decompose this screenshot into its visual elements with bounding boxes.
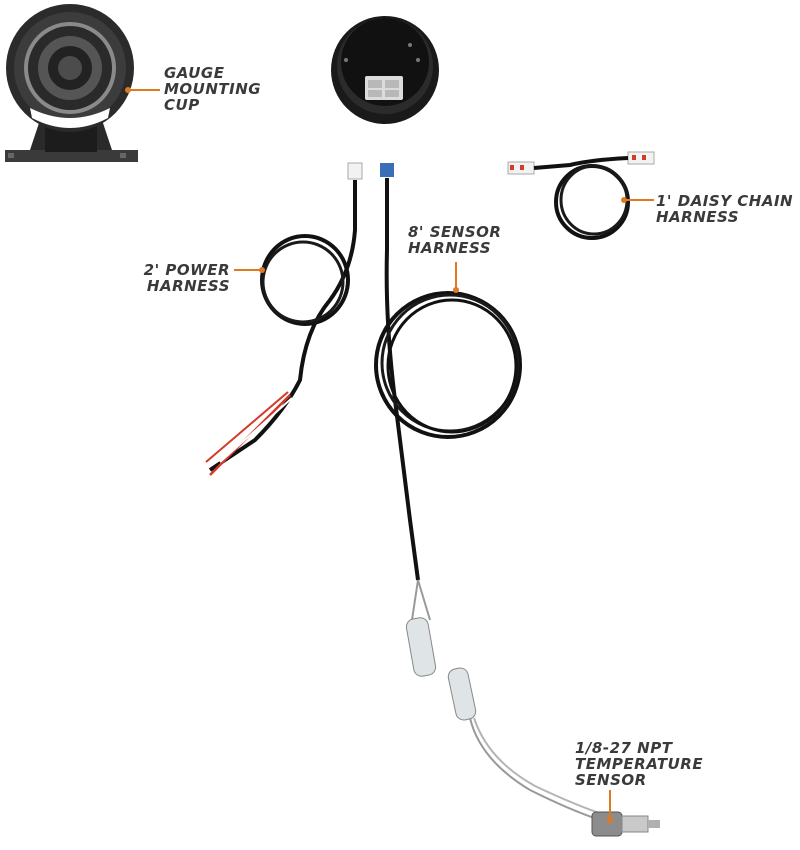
label-power-harness: 2' POWER HARNESS	[143, 261, 230, 295]
sensor-harness-image	[374, 163, 660, 837]
label-mounting-cup: GAUGE MOUNTING CUP	[164, 64, 262, 114]
label-daisy-chain: 1' DAISY CHAIN HARNESS	[656, 192, 794, 226]
label-temperature-sensor: 1/8-27 NPT TEMPERATURE SENSOR	[575, 739, 704, 789]
daisy-chain-harness-image	[507, 151, 655, 240]
mounting-cup-image	[5, 4, 138, 162]
power-harness-image	[205, 162, 363, 476]
gauge-back-image	[331, 16, 439, 124]
label-sensor-harness: 8' SENSOR HARNESS	[408, 223, 502, 257]
